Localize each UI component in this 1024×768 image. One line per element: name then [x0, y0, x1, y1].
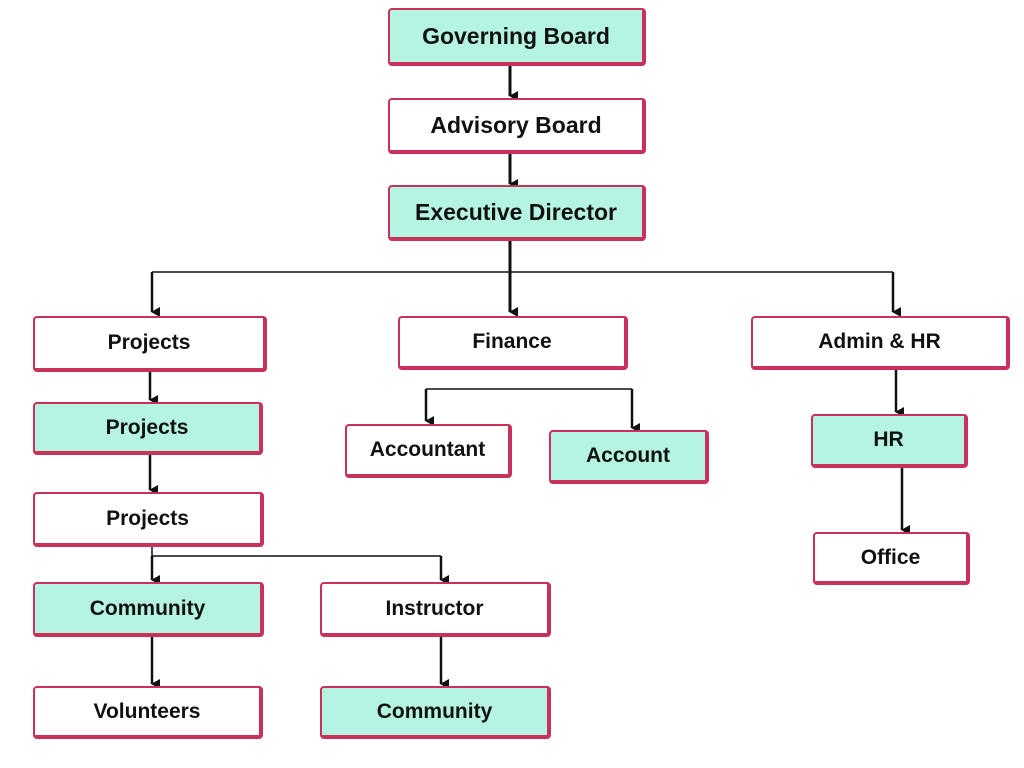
- node-community: Community: [33, 582, 264, 637]
- node-admin-hr: Admin & HR: [751, 316, 1010, 370]
- node-executive-director: Executive Director: [388, 185, 646, 241]
- node-account: Account: [549, 430, 709, 484]
- node-volunteers: Volunteers: [33, 686, 263, 739]
- node-projects-3: Projects: [33, 492, 264, 547]
- node-hr: HR: [811, 414, 968, 468]
- node-governing-board: Governing Board: [388, 8, 646, 66]
- node-projects: Projects: [33, 316, 267, 372]
- node-instructor: Instructor: [320, 582, 551, 637]
- node-office: Office: [813, 532, 970, 585]
- node-accountant: Accountant: [345, 424, 512, 478]
- node-community-2: Community: [320, 686, 551, 739]
- node-projects-2: Projects: [33, 402, 263, 455]
- node-advisory-board: Advisory Board: [388, 98, 646, 154]
- node-finance: Finance: [398, 316, 628, 370]
